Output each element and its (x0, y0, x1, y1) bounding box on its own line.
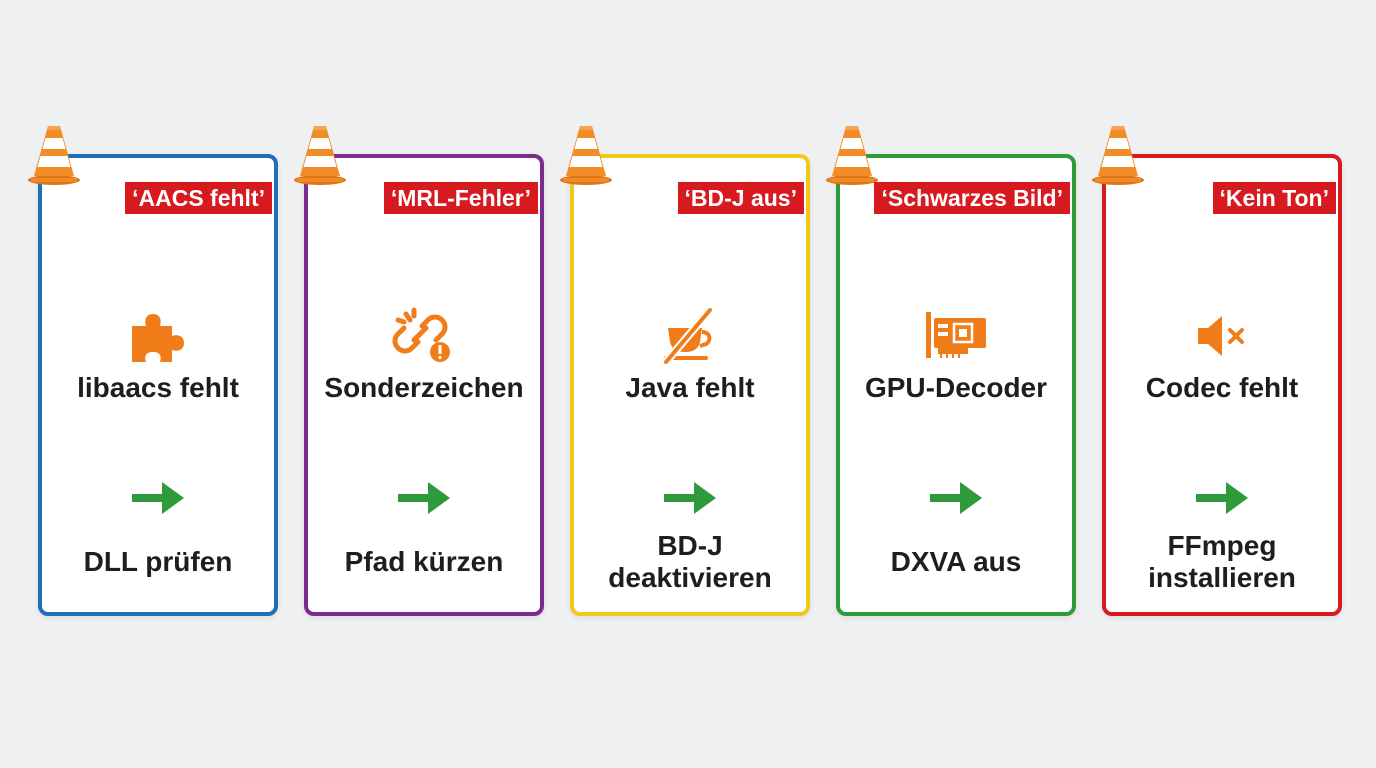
speaker-muted-icon (1198, 316, 1244, 356)
error-badge: ‘Schwarzes Bild’ (874, 182, 1070, 214)
card-4: ‘Schwarzes Bild’ GPU-Decoder DXVA aus (826, 126, 1076, 616)
problem-text: Sonderzeichen (324, 372, 524, 403)
vlc-cone-icon (1092, 126, 1144, 185)
card-2: ‘MRL-Fehler’ Sonderzeichen Pfad kürzen (294, 126, 544, 616)
vlc-cone-icon (28, 126, 80, 185)
error-badge: ‘AACS fehlt’ (125, 182, 272, 214)
problem-text: Java fehlt (625, 372, 755, 403)
arrow-right-icon (664, 482, 716, 514)
vlc-cone-icon (560, 126, 612, 185)
vlc-cone-icon (294, 126, 346, 185)
gpu-card-icon (926, 312, 986, 358)
java-cup-crossed-icon (662, 306, 714, 366)
solution-text: BD-J deaktivieren (608, 530, 772, 593)
card-3: ‘BD-J aus’ Java fehlt BD-J deaktivieren (560, 126, 810, 616)
broken-link-icon (392, 307, 450, 362)
arrow-right-icon (398, 482, 450, 514)
solution-text: DXVA aus (890, 546, 1022, 577)
problem-text: Codec fehlt (1145, 372, 1299, 403)
arrow-right-icon (930, 482, 982, 514)
solution-text: FFmpeg installieren (1148, 530, 1296, 593)
card-5: ‘Kein Ton’ Codec fehlt FFmpeg installier… (1092, 126, 1342, 616)
error-badge: ‘Kein Ton’ (1212, 182, 1336, 214)
problem-text: GPU-Decoder (864, 372, 1048, 403)
error-badge: ‘MRL-Fehler’ (383, 182, 538, 214)
solution-text: Pfad kürzen (344, 546, 504, 577)
vlc-cone-icon (826, 126, 878, 185)
puzzle-piece-icon (132, 314, 184, 362)
problem-text: libaacs fehlt (77, 372, 239, 403)
arrow-right-icon (132, 482, 184, 514)
card-1: ‘AACS fehlt’ libaacs fehlt DLL prüfen (28, 126, 278, 616)
solution-text: DLL prüfen (83, 546, 233, 577)
arrow-right-icon (1196, 482, 1248, 514)
error-badge: ‘BD-J aus’ (677, 182, 804, 214)
